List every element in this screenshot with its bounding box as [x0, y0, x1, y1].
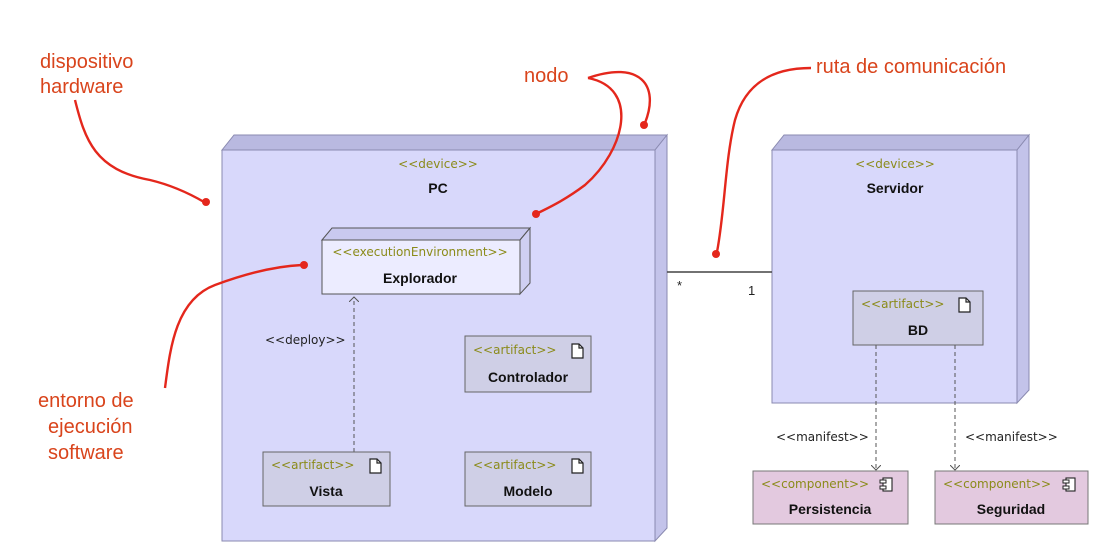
- annotation-exec-line3: software: [48, 442, 124, 464]
- server-stereotype: <<device>>: [855, 157, 935, 171]
- seguridad-stereotype: <<component>>: [943, 477, 1051, 491]
- controlador-stereotype: <<artifact>>: [473, 343, 556, 357]
- server-device-node: <<device>> Servidor: [770, 133, 1031, 405]
- controlador-name: Controlador: [488, 369, 569, 385]
- communication-path: * 1: [667, 271, 772, 298]
- document-icon: [571, 458, 584, 474]
- annotation-execution-environment: entorno de ejecución software: [38, 261, 308, 464]
- bd-name: BD: [908, 322, 928, 338]
- document-icon: [571, 343, 584, 359]
- vista-name: Vista: [309, 483, 342, 499]
- artifact-controlador: <<artifact>> Controlador: [464, 335, 592, 393]
- annotation-hardware-line2: hardware: [40, 76, 123, 98]
- document-icon: [369, 458, 382, 474]
- modelo-name: Modelo: [504, 483, 553, 499]
- modelo-stereotype: <<artifact>>: [473, 458, 556, 472]
- document-icon: [958, 297, 971, 313]
- manifest-label-left: <<manifest>>: [776, 430, 869, 444]
- seguridad-name: Seguridad: [977, 501, 1045, 517]
- explorador-stereotype: <<executionEnvironment>>: [332, 245, 507, 259]
- component-icon: [879, 477, 893, 492]
- manifest-dependency-seguridad: <<manifest>>: [955, 345, 1058, 470]
- persistencia-name: Persistencia: [789, 501, 872, 517]
- annotation-node-label: nodo: [524, 65, 569, 87]
- artifact-bd: <<artifact>> BD: [852, 290, 984, 346]
- artifact-modelo: <<artifact>> Modelo: [464, 451, 592, 507]
- multiplicity-pc: *: [677, 278, 682, 293]
- component-icon: [1062, 477, 1076, 492]
- annotation-hardware-line1: dispositivo: [40, 51, 133, 73]
- explorador-name: Explorador: [383, 270, 457, 286]
- annotation-path-label: ruta de comunicación: [816, 56, 1006, 78]
- annotation-node: nodo: [524, 65, 651, 218]
- component-persistencia: <<component>> Persistencia: [752, 470, 909, 525]
- pc-stereotype: <<device>>: [398, 157, 478, 171]
- annotation-exec-line1: entorno de: [38, 390, 134, 412]
- deploy-label: <<deploy>>: [265, 333, 346, 347]
- annotation-hardware-device: dispositivo hardware: [40, 51, 210, 206]
- component-seguridad: <<component>> Seguridad: [934, 470, 1089, 525]
- vista-stereotype: <<artifact>>: [271, 458, 354, 472]
- server-name: Servidor: [867, 180, 924, 196]
- manifest-dependency-persistencia: <<manifest>>: [776, 345, 876, 470]
- execution-environment-explorador: <<executionEnvironment>> Explorador: [320, 226, 532, 296]
- annotation-communication-path: ruta de comunicación: [712, 56, 1006, 258]
- annotation-exec-line2: ejecución: [48, 416, 133, 438]
- persistencia-stereotype: <<component>>: [761, 477, 869, 491]
- bd-stereotype: <<artifact>>: [861, 297, 944, 311]
- multiplicity-server: 1: [748, 283, 755, 298]
- pc-name: PC: [428, 180, 447, 196]
- deploy-dependency: <<deploy>>: [265, 297, 354, 452]
- artifact-vista: <<artifact>> Vista: [262, 451, 391, 507]
- manifest-label-right: <<manifest>>: [965, 430, 1058, 444]
